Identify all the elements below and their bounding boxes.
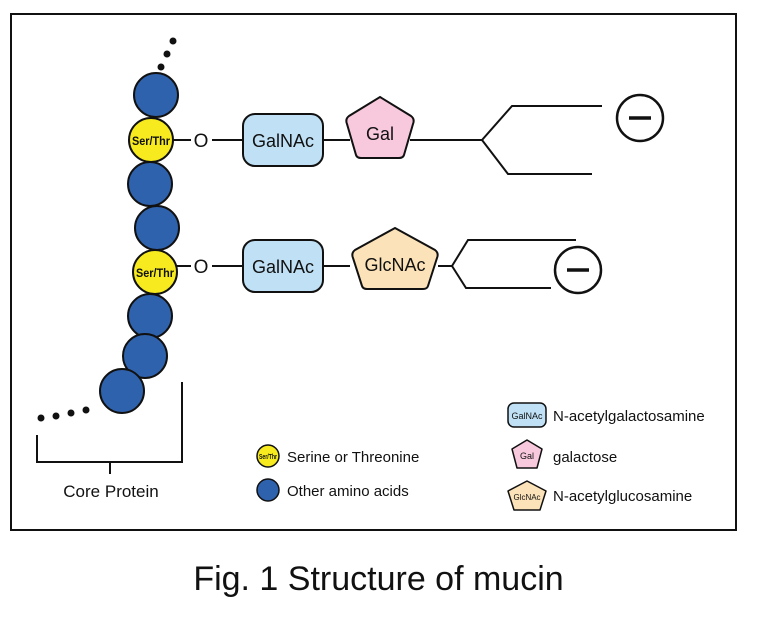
amino-acid	[127, 161, 173, 207]
galnac-label-bottom: GalNAc	[252, 257, 314, 277]
legend-galnac-swatch	[507, 402, 547, 428]
glycan-branch-top	[173, 105, 602, 175]
legend-gal-swatch	[511, 439, 543, 469]
legend-gal-label: galactose	[553, 449, 617, 466]
o-linker-bottom: O	[194, 257, 209, 278]
legend-glcnac-label: N-acetylglucosamine	[553, 488, 692, 505]
amino-acid	[122, 333, 168, 379]
amino-acid	[127, 293, 173, 339]
legend-glcnac-swatch	[507, 480, 547, 511]
gal-label: Gal	[366, 124, 394, 144]
legend-ser-thr-swatch	[256, 444, 280, 468]
legend-ser-thr-label: Serine or Threonine	[287, 449, 419, 466]
chain-dots-bottom	[37, 406, 90, 422]
amino-acid	[134, 205, 180, 251]
glcnac-label: GlcNAc	[364, 255, 425, 275]
glycan-branch-bottom	[177, 239, 576, 289]
legend-ser-thr-symbol: Ser/Thr	[259, 454, 277, 461]
amino-acid	[133, 72, 179, 118]
chain-dots-top	[157, 37, 177, 71]
amino-acid-chain	[99, 72, 180, 414]
glcnac-pentagon	[351, 226, 439, 290]
legend-galnac-label: N-acetylgalactosamine	[553, 408, 705, 425]
galnac-box-top	[242, 113, 324, 167]
galnac-label-top: GalNAc	[252, 131, 314, 151]
core-protein-label: Core Protein	[63, 482, 158, 501]
figure-caption: Fig. 1 Structure of mucin	[193, 560, 564, 598]
o-linker-top: O	[194, 131, 209, 152]
amino-acid	[99, 368, 145, 414]
galnac-box-bottom	[242, 239, 324, 293]
legend-galnac-symbol: GalNAc	[511, 411, 543, 421]
legend-amino-acid-label: Other amino acids	[287, 483, 409, 500]
ser-thr-label-top: Ser/Thr	[132, 134, 170, 148]
legend-amino-acid-swatch	[256, 478, 280, 502]
legend-glcnac-symbol: GlcNAc	[513, 493, 540, 502]
ser-thr-label-bottom: Ser/Thr	[136, 266, 174, 280]
gal-pentagon	[345, 95, 415, 159]
legend-gal-symbol: Gal	[520, 451, 534, 461]
